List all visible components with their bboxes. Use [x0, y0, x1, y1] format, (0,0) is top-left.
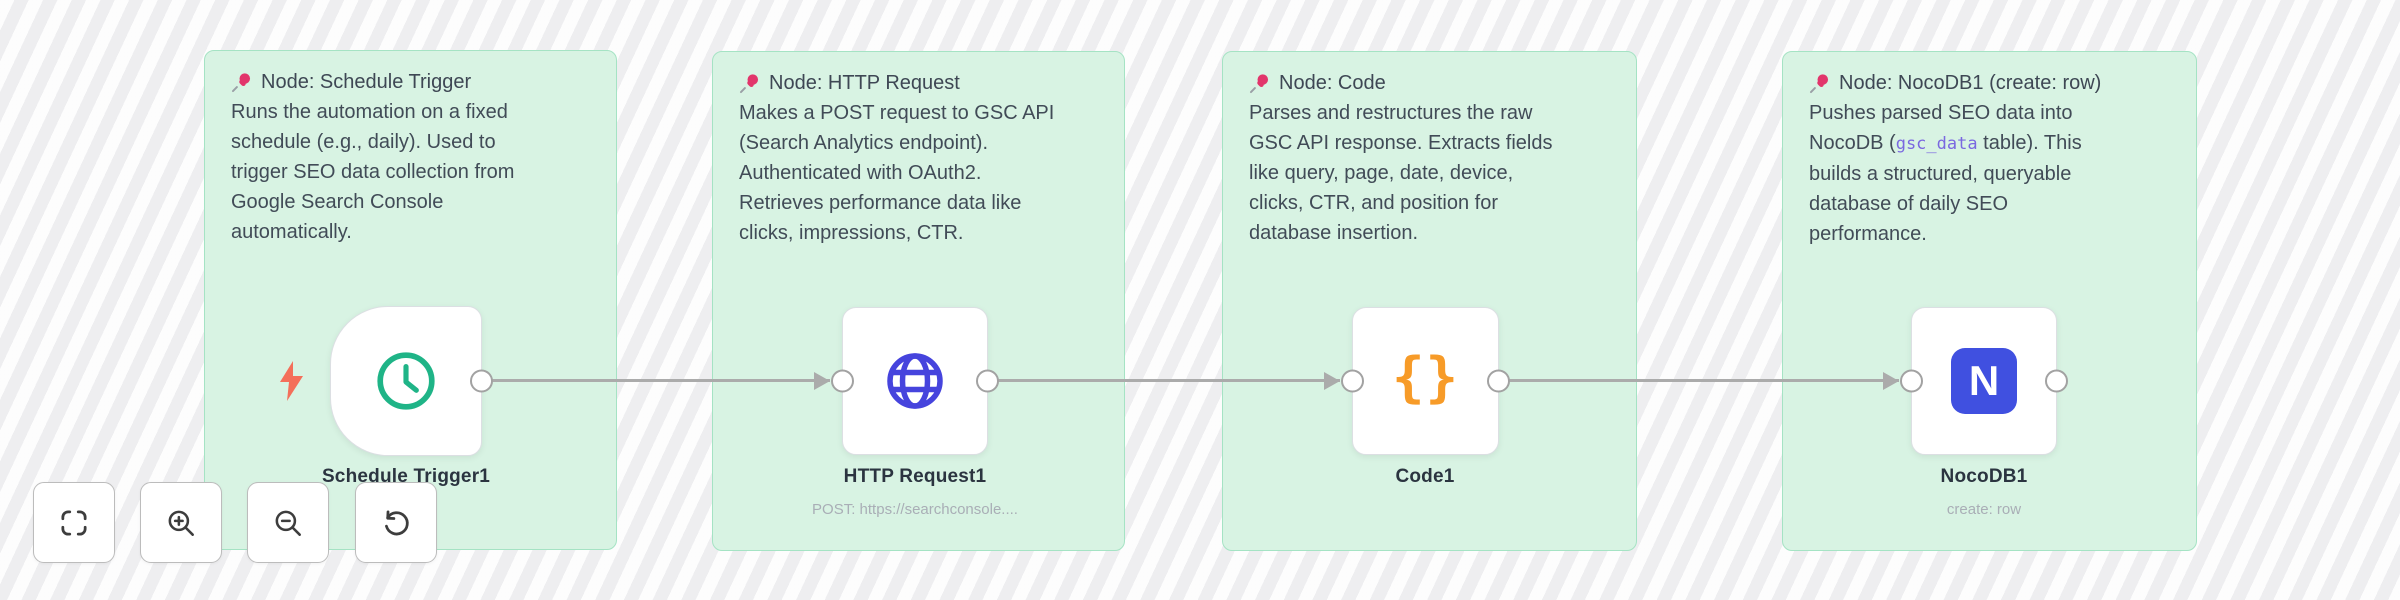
connection-arrowhead-icon — [1883, 372, 1899, 390]
node-code[interactable]: {} — [1341, 307, 1510, 455]
connection-line — [988, 379, 1340, 382]
sticky-note-code[interactable]: Node: Code Parses and restructures the r… — [1222, 51, 1637, 551]
sticky-note-nocodb[interactable]: Node: NocoDB1 (create: row) Pushes parse… — [1782, 51, 2197, 551]
sticky-body: Makes a POST request to GSC API (Search … — [739, 102, 1055, 244]
output-port[interactable] — [976, 369, 999, 393]
sticky-title-text: Node: HTTP Request — [769, 72, 960, 94]
inline-code: gsc_data — [1895, 134, 1978, 154]
reset-zoom-button[interactable] — [355, 482, 437, 563]
sticky-title-text: Node: NocoDB1 (create: row) — [1839, 72, 2102, 94]
zoom-out-icon — [275, 510, 301, 536]
output-port[interactable] — [2045, 369, 2068, 393]
sticky-body: Runs the automation on a fixed schedule … — [231, 101, 515, 243]
braces-icon: {} — [1391, 346, 1460, 409]
sticky-title: Node: HTTP Request — [739, 68, 1098, 98]
clock-icon — [377, 352, 435, 410]
node-label: HTTP Request1 — [843, 466, 987, 487]
nocodb-logo-letter: N — [1968, 357, 2000, 404]
sticky-body: Parses and restructures the raw GSC API … — [1249, 102, 1553, 244]
node-label: Schedule Trigger1 — [321, 466, 491, 487]
fit-view-icon — [61, 509, 87, 536]
node-nocodb[interactable]: N — [1900, 307, 2068, 455]
lightning-bolt-icon — [280, 361, 303, 401]
sticky-body: Pushes parsed SEO data into NocoDB (gsc_… — [1809, 98, 2170, 249]
sticky-title-text: Node: Code — [1279, 72, 1386, 94]
output-port[interactable] — [470, 369, 493, 393]
pushpin-icon — [1249, 73, 1269, 93]
input-port[interactable] — [1900, 369, 1923, 393]
sticky-body-text: Pushes parsed SEO data into NocoDB ( — [1809, 102, 2073, 154]
node-label: Code1 — [1395, 466, 1455, 487]
sticky-body-text: table). This builds a structured, querya… — [1809, 132, 2082, 245]
sticky-title: Node: NocoDB1 (create: row) — [1809, 68, 2170, 98]
input-port[interactable] — [831, 369, 854, 393]
sticky-title: Node: Schedule Trigger — [231, 67, 590, 97]
undo-icon — [385, 509, 409, 535]
connection-arrowhead-icon — [814, 372, 830, 390]
connection-arrowhead-icon — [1324, 372, 1340, 390]
node-http-request[interactable] — [831, 307, 999, 455]
nocodb-icon: N — [1951, 348, 2017, 414]
node-subtitle: POST: https://searchconsole.... — [812, 501, 1018, 518]
sticky-note-schedule-trigger[interactable]: Node: Schedule Trigger Runs the automati… — [204, 50, 617, 550]
pushpin-icon — [231, 72, 251, 92]
zoom-in-button[interactable] — [140, 482, 222, 563]
node-schedule-trigger[interactable] — [330, 306, 493, 456]
sticky-title-text: Node: Schedule Trigger — [261, 71, 472, 93]
sticky-note-http-request[interactable]: Node: HTTP Request Makes a POST request … — [712, 51, 1125, 551]
connection-line — [1499, 379, 1899, 382]
connection-line — [488, 379, 830, 382]
zoom-to-fit-button[interactable] — [33, 482, 115, 563]
pushpin-icon — [1809, 73, 1829, 93]
zoom-in-icon — [168, 510, 194, 536]
sticky-title: Node: Code — [1249, 68, 1610, 98]
node-subtitle: create: row — [1946, 501, 2022, 518]
node-label: NocoDB1 — [1940, 466, 2028, 487]
zoom-out-button[interactable] — [247, 482, 329, 563]
output-port[interactable] — [1487, 369, 1510, 393]
globe-icon — [887, 353, 943, 409]
input-port[interactable] — [1341, 369, 1364, 393]
pushpin-icon — [739, 73, 759, 93]
